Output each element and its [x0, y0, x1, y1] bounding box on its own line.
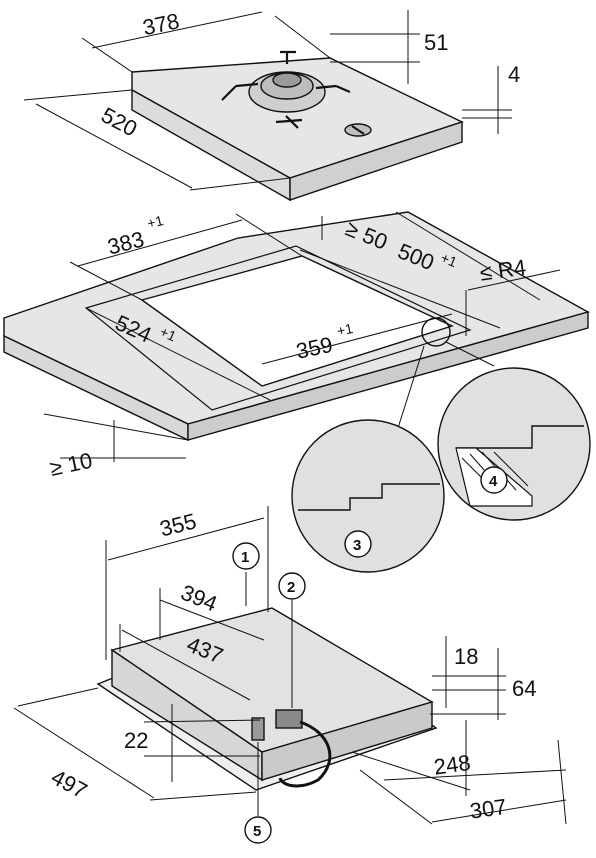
hob-side-face [289, 121, 463, 201]
housing-dim-307-label: 307 [468, 794, 508, 824]
svg-text:+1: +1 [145, 212, 165, 231]
callout-3 [344, 530, 372, 558]
worktop-side-edge [187, 311, 589, 441]
svg-text:1: 1 [241, 549, 249, 566]
burner-cap [272, 72, 302, 88]
detail-view-4: 4 [437, 367, 591, 521]
callout-2: 2 [278, 572, 306, 600]
svg-text:3: 3 [353, 537, 361, 554]
svg-text:5: 5 [253, 823, 261, 840]
svg-text:+1: +1 [158, 323, 179, 344]
hob-glass-thickness-label: 4 [508, 62, 520, 87]
svg-text:+1: +1 [335, 320, 354, 339]
hob-pan-support-height-label: 51 [424, 30, 448, 55]
housing-drawing [96, 607, 438, 791]
worktop-min-thickness-label: ≥ 10 [48, 448, 95, 481]
detail-view-3: 3 [291, 419, 445, 573]
callout-4 [480, 466, 508, 494]
housing-dimension-lines [13, 506, 567, 825]
control-knob-grip [351, 125, 365, 135]
callout-5: 5 [244, 816, 272, 844]
housing-dim-18-label: 18 [454, 644, 478, 669]
housing-dim-248-label: 248 [432, 750, 472, 780]
hob-drawing [131, 50, 464, 202]
svg-text:383: 383 [105, 226, 147, 259]
gas-connection [251, 717, 265, 741]
housing-dim-64-label: 64 [512, 676, 536, 701]
cutout-width-label: 383 +1 [105, 212, 165, 260]
electrical-connector [275, 709, 303, 729]
cutout-rebate-width-label: 359 +1 [294, 320, 355, 364]
housing-dim-394-label: 394 [177, 580, 220, 617]
svg-text:2: 2 [287, 579, 295, 596]
svg-text:4: 4 [489, 473, 498, 490]
housing-side [261, 701, 433, 781]
hob-width-label: 378 [140, 8, 181, 40]
pan-support [221, 50, 351, 129]
hob-dimension-lines [23, 10, 512, 191]
cutout-opening [140, 255, 454, 387]
mains-cable [278, 720, 332, 788]
housing-dim-497-label: 497 [47, 764, 91, 803]
worktop-drawing [3, 211, 590, 442]
callout-1: 1 [232, 542, 260, 570]
svg-text:+1: +1 [439, 249, 460, 270]
cutout-rebate [84, 245, 472, 411]
housing-dim-22-label: 22 [124, 728, 148, 753]
worktop-dimension-lines [43, 211, 561, 462]
housing-dim-355-label: 355 [157, 508, 199, 541]
